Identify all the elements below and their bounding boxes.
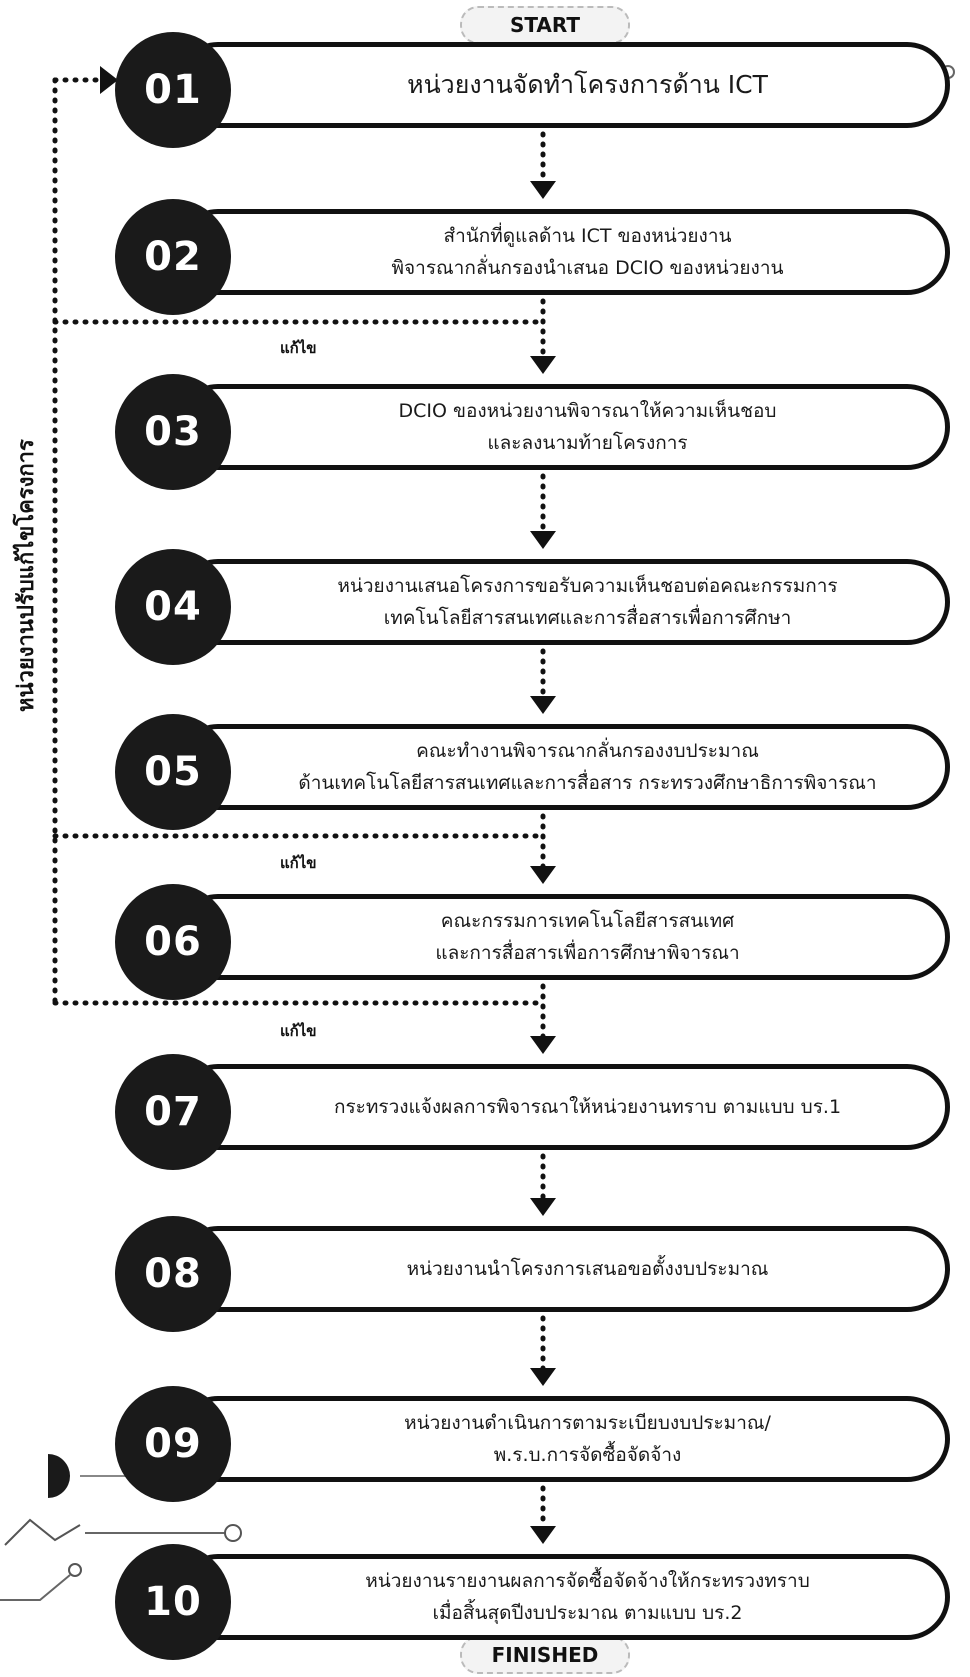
feedback-arrow-icon bbox=[100, 66, 118, 94]
down-arrow-icon bbox=[530, 1036, 556, 1054]
start-label: START bbox=[509, 13, 581, 37]
step-text: หน่วยงานนำโครงการเสนอขอตั้งงบประมาณ bbox=[245, 1226, 930, 1312]
zigzag-icon bbox=[4, 1518, 81, 1546]
step-number-circle: 07 bbox=[115, 1054, 231, 1170]
step-text-line: คณะทำงานพิจารณากลั่นกรองงบประมาณ bbox=[416, 740, 759, 762]
step-text-line: พ.ร.บ.การจัดซื้อจัดจ้าง bbox=[493, 1444, 682, 1466]
step-text-line: สำนักที่ดูแลด้าน ICT ของหน่วยงาน bbox=[443, 225, 732, 247]
step-number-circle: 01 bbox=[115, 32, 231, 148]
down-arrow-icon bbox=[530, 866, 556, 884]
step-04: 04 หน่วยงานเสนอโครงการขอรับความเห็นชอบต่อ… bbox=[115, 549, 950, 665]
step-number-circle: 03 bbox=[115, 374, 231, 490]
step-number-circle: 10 bbox=[115, 1544, 231, 1660]
step-text: DCIO ของหน่วยงานพิจารณาให้ความเห็นชอบและ… bbox=[245, 384, 930, 470]
step-number-circle: 04 bbox=[115, 549, 231, 665]
step-number-circle: 09 bbox=[115, 1386, 231, 1502]
step-text: กระทรวงแจ้งผลการพิจารณาให้หน่วยงานทราบ ต… bbox=[245, 1064, 930, 1150]
step-box bbox=[175, 384, 950, 470]
finish-label: FINISHED bbox=[491, 1643, 599, 1667]
step-box bbox=[175, 1554, 950, 1640]
step-text-line: กระทรวงแจ้งผลการพิจารณาให้หน่วยงานทราบ ต… bbox=[333, 1096, 842, 1118]
down-arrow-icon bbox=[530, 181, 556, 199]
decor-circle bbox=[224, 1524, 242, 1542]
step-number-circle: 05 bbox=[115, 714, 231, 830]
step-text-line: หน่วยงานดำเนินการตามระเบียบงบประมาณ/ bbox=[404, 1412, 771, 1434]
fix-label-3: แก้ไข bbox=[280, 1022, 317, 1040]
decor-line bbox=[0, 1574, 71, 1601]
step-box bbox=[175, 1064, 950, 1150]
step-box bbox=[175, 559, 950, 645]
step-08: 08 หน่วยงานนำโครงการเสนอขอตั้งงบประมาณ bbox=[115, 1216, 950, 1332]
step-text-line: เทคโนโลยีสารสนเทศและการสื่อสารเพื่อการศึ… bbox=[383, 607, 792, 629]
step-box bbox=[175, 1396, 950, 1482]
step-text: คณะกรรมการเทคโนโลยีสารสนเทศและการสื่อสาร… bbox=[245, 894, 930, 980]
step-text: สำนักที่ดูแลด้าน ICT ของหน่วยงานพิจารณาก… bbox=[245, 209, 930, 295]
step-number-circle: 06 bbox=[115, 884, 231, 1000]
revise-loop-label: หน่วยงานปรับแก้ไขโครงการ bbox=[14, 439, 39, 712]
step-text: คณะทำงานพิจารณากลั่นกรองงบประมาณด้านเทคโ… bbox=[245, 724, 930, 810]
step-text: หน่วยงานรายงานผลการจัดซื้อจัดจ้างให้กระท… bbox=[245, 1554, 930, 1640]
step-07: 07 กระทรวงแจ้งผลการพิจารณาให้หน่วยงานทราบ… bbox=[115, 1054, 950, 1170]
step-number-circle: 02 bbox=[115, 199, 231, 315]
step-text-line: คณะกรรมการเทคโนโลยีสารสนเทศ bbox=[440, 910, 735, 932]
step-box bbox=[175, 894, 950, 980]
decor-circle bbox=[68, 1563, 82, 1577]
step-text-line: หน่วยงานเสนอโครงการขอรับความเห็นชอบต่อคณ… bbox=[337, 575, 838, 597]
down-arrow-icon bbox=[530, 1198, 556, 1216]
step-box bbox=[175, 42, 950, 128]
step-text-line: หน่วยงานนำโครงการเสนอขอตั้งงบประมาณ bbox=[406, 1258, 769, 1280]
down-arrow-icon bbox=[530, 531, 556, 549]
start-badge: START bbox=[460, 6, 630, 44]
step-text-line: และลงนามท้ายโครงการ bbox=[487, 432, 688, 454]
step-text-line: หน่วยงานจัดทำโครงการด้าน ICT bbox=[407, 70, 768, 99]
step-text-line: ด้านเทคโนโลยีสารสนเทศและการสื่อสาร กระทร… bbox=[298, 772, 877, 794]
step-box bbox=[175, 724, 950, 810]
down-arrow-icon bbox=[530, 356, 556, 374]
step-text-line: หน่วยงานรายงานผลการจัดซื้อจัดจ้างให้กระท… bbox=[365, 1570, 810, 1592]
step-box bbox=[175, 1226, 950, 1312]
step-text-line: เมื่อสิ้นสุดปีงบประมาณ ตามแบบ บร.2 bbox=[432, 1602, 743, 1624]
step-text: หน่วยงานจัดทำโครงการด้าน ICT bbox=[245, 42, 930, 128]
down-arrow-icon bbox=[530, 1368, 556, 1386]
step-01: 01 หน่วยงานจัดทำโครงการด้าน ICT bbox=[115, 32, 950, 148]
down-arrow-icon bbox=[530, 1526, 556, 1544]
pie-chart-icon bbox=[48, 1454, 70, 1498]
step-text-line: และการสื่อสารเพื่อการศึกษาพิจารณา bbox=[435, 942, 740, 964]
step-text: หน่วยงานเสนอโครงการขอรับความเห็นชอบต่อคณ… bbox=[245, 559, 930, 645]
step-text: หน่วยงานดำเนินการตามระเบียบงบประมาณ/พ.ร.… bbox=[245, 1396, 930, 1482]
fix-label-2: แก้ไข bbox=[280, 854, 317, 872]
step-text-line: พิจารณากลั่นกรองนำเสนอ DCIO ของหน่วยงาน bbox=[391, 257, 784, 279]
step-box bbox=[175, 209, 950, 295]
step-text-line: DCIO ของหน่วยงานพิจารณาให้ความเห็นชอบ bbox=[398, 400, 777, 422]
step-number-circle: 08 bbox=[115, 1216, 231, 1332]
fix-label-1: แก้ไข bbox=[280, 339, 317, 357]
down-arrow-icon bbox=[530, 696, 556, 714]
step-10: 10 หน่วยงานรายงานผลการจัดซื้อจัดจ้างให้กร… bbox=[115, 1544, 950, 1660]
